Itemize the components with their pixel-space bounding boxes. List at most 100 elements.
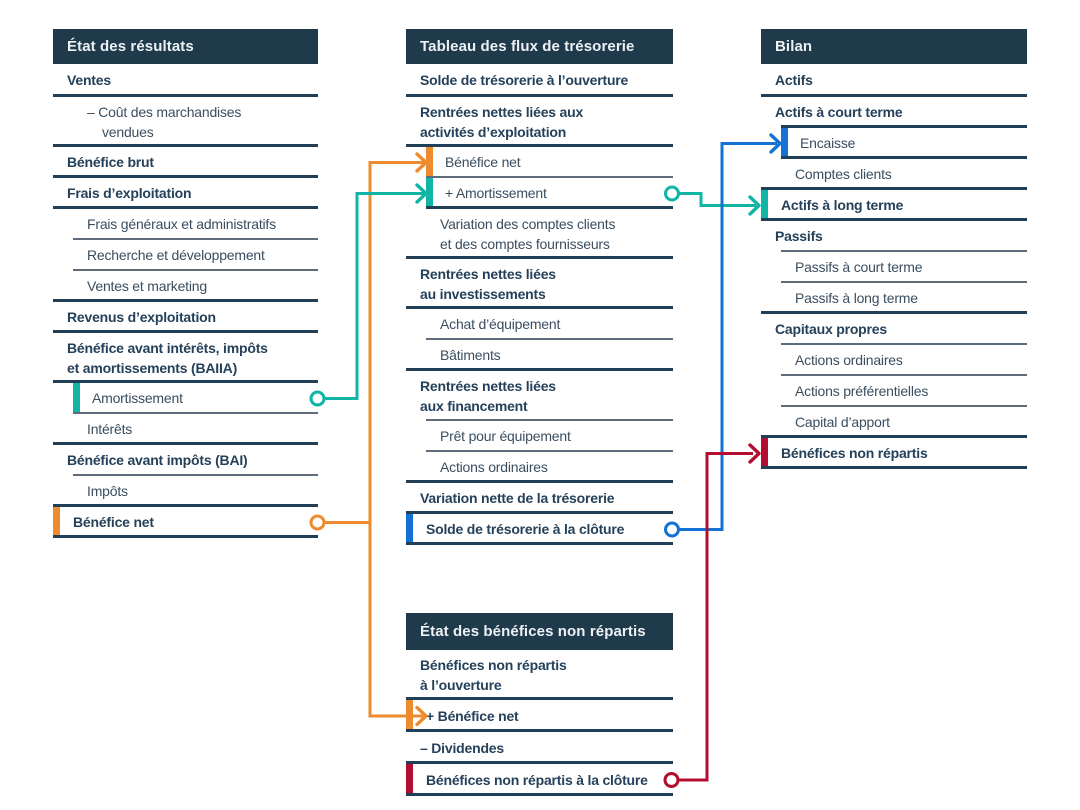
row-label: Actions ordinaires xyxy=(440,459,548,475)
row-label: Capitaux propres xyxy=(775,321,887,337)
separator-line xyxy=(406,697,673,700)
separator-line xyxy=(406,94,673,97)
row-label: Bâtiments xyxy=(440,347,501,363)
statement-row: Frais généraux et administratifs xyxy=(53,209,318,240)
crimson-accent-bar xyxy=(761,438,768,469)
statement-row: Rentrées nettes liées aux activités d’ex… xyxy=(406,97,673,147)
row-label: + Amortissement xyxy=(445,185,547,201)
crimson-accent-bar xyxy=(406,764,413,796)
row-label: Prêt pour équipement xyxy=(440,428,571,444)
statement-row: Actifs xyxy=(761,64,1027,97)
separator-line xyxy=(761,187,1027,190)
statement-row: Recherche et développement xyxy=(53,240,318,271)
statement-row: Prêt pour équipement xyxy=(406,421,673,452)
panel-title: Bilan xyxy=(775,38,813,55)
statement-row: Impôts xyxy=(53,476,318,507)
row-label: Frais d’exploitation xyxy=(67,185,192,201)
cash-flow-panel: Tableau des flux de trésorerie Solde de … xyxy=(406,29,673,545)
statement-row: Comptes clients xyxy=(761,159,1027,190)
statement-row: Bénéfice net xyxy=(53,507,318,538)
statement-row: Intérêts xyxy=(53,414,318,445)
separator-line xyxy=(53,144,318,147)
statement-row: Passifs à long terme xyxy=(761,283,1027,314)
row-label: Bénéfices non répartis à la clôture xyxy=(426,771,648,788)
teal-accent-bar xyxy=(73,383,80,414)
retained-earnings-panel: État des bénéfices non répartis Bénéfice… xyxy=(406,613,673,796)
separator-line xyxy=(53,442,318,445)
statement-row: Passifs xyxy=(761,221,1027,252)
separator-line xyxy=(406,368,673,371)
row-label: Bénéfice net xyxy=(73,514,154,530)
separator-line xyxy=(53,94,318,97)
row-label: Bénéfice avant intérêts, impôts et amort… xyxy=(67,340,268,376)
statement-row: Bénéfice brut xyxy=(53,147,318,178)
panel-header: Tableau des flux de trésorerie xyxy=(406,29,673,64)
blue-accent-bar xyxy=(406,514,413,545)
separator-line xyxy=(781,125,1027,128)
row-label: Amortissement xyxy=(92,390,183,406)
separator-line xyxy=(426,338,673,340)
statement-row: Frais d’exploitation xyxy=(53,178,318,209)
blue-accent-bar xyxy=(781,128,788,159)
statement-row: Solde de trésorerie à la clôture xyxy=(406,514,673,545)
statement-row: Ventes et marketing xyxy=(53,271,318,302)
row-label: Comptes clients xyxy=(795,166,892,182)
row-label: Intérêts xyxy=(87,421,133,437)
separator-line xyxy=(53,535,318,538)
orange-accent-bar xyxy=(53,507,60,538)
row-label: Passifs xyxy=(775,228,823,244)
separator-line xyxy=(426,206,673,209)
arrowhead-icon xyxy=(748,195,761,216)
statement-row: – Coût des marchandises vendues xyxy=(53,97,318,147)
separator-line xyxy=(53,175,318,178)
separator-line xyxy=(73,238,318,240)
separator-line xyxy=(53,380,318,383)
statement-row: Rentrées nettes liées aux financement xyxy=(406,371,673,421)
separator-line xyxy=(781,250,1027,252)
row-label: Ventes et marketing xyxy=(87,278,207,294)
statement-row: Ventes xyxy=(53,64,318,97)
orange-accent-bar xyxy=(406,700,413,732)
income-statement-panel: État des résultats Ventes– Coût des marc… xyxy=(53,29,318,538)
panel-title: Tableau des flux de trésorerie xyxy=(420,38,635,55)
separator-line xyxy=(73,474,318,476)
row-label: Encaisse xyxy=(800,135,856,151)
separator-line xyxy=(781,281,1027,283)
statement-row: Actifs à long terme xyxy=(761,190,1027,221)
separator-line xyxy=(53,206,318,209)
statement-row: Actifs à court terme xyxy=(761,97,1027,128)
statement-row: Actions préférentielles xyxy=(761,376,1027,407)
separator-line xyxy=(426,419,673,421)
statement-row: Variation des comptes clients et des com… xyxy=(406,209,673,259)
row-label: Capital d’apport xyxy=(795,414,890,430)
panel-header: État des bénéfices non répartis xyxy=(406,613,673,650)
separator-line xyxy=(781,343,1027,345)
separator-line xyxy=(406,306,673,309)
statement-row: Revenus d’exploitation xyxy=(53,302,318,333)
statement-row: Bénéfices non répartis à l’ouverture xyxy=(406,650,673,700)
row-label: Revenus d’exploitation xyxy=(67,309,216,325)
row-label: Passifs à court terme xyxy=(795,259,923,275)
statement-row: Variation nette de la trésorerie xyxy=(406,483,673,514)
row-label: Rentrées nettes liées aux financement xyxy=(420,378,556,414)
teal-accent-bar xyxy=(761,190,768,221)
statement-row: Bâtiments xyxy=(406,340,673,371)
statement-row: Encaisse xyxy=(761,128,1027,159)
separator-line xyxy=(53,299,318,302)
row-label: Bénéfices non répartis xyxy=(781,445,928,461)
statement-row: Bénéfices non répartis à la clôture xyxy=(406,764,673,796)
statement-row: Bénéfice avant impôts (BAI) xyxy=(53,445,318,476)
row-label: Actions ordinaires xyxy=(795,352,903,368)
statement-row: Solde de trésorerie à l’ouverture xyxy=(406,64,673,97)
separator-line xyxy=(406,511,673,514)
row-label: Bénéfice avant impôts (BAI) xyxy=(67,452,248,468)
row-label: Actifs à long terme xyxy=(781,197,904,213)
row-label: Bénéfices non répartis à l’ouverture xyxy=(420,657,567,693)
row-label: + Bénéfice net xyxy=(426,707,519,724)
statement-row: Actions ordinaires xyxy=(761,345,1027,376)
amortization-to-balance-connector xyxy=(664,185,761,216)
